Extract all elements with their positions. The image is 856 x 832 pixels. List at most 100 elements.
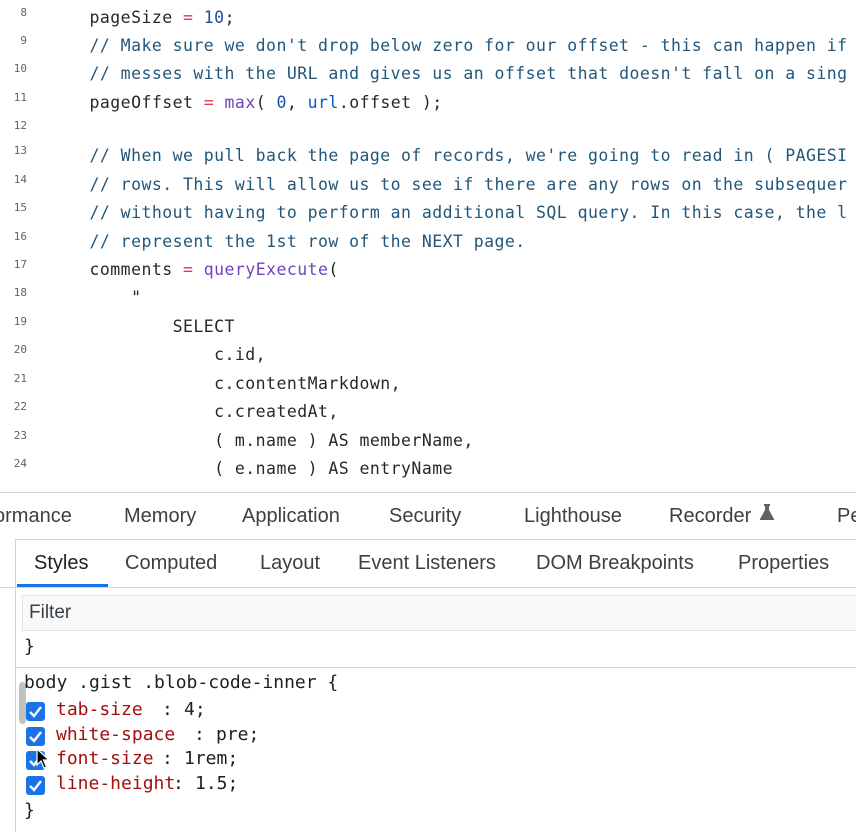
code-token-op: =	[203, 93, 215, 112]
line-number: 19	[13, 315, 27, 328]
previous-rule-close-brace: }	[24, 636, 35, 657]
styles-pane: } body .gist .blob-code-inner { tab-size…	[16, 632, 856, 832]
code-token-cm: // Make sure we don't drop below zero fo…	[48, 36, 848, 55]
declaration-checkbox[interactable]	[26, 776, 45, 795]
colon: :	[173, 773, 184, 794]
code-token-cm: // represent the 1st row of the NEXT pag…	[48, 232, 526, 251]
code-token: SELECT	[48, 317, 235, 336]
css-value[interactable]: pre;	[216, 724, 260, 745]
code-token: c.contentMarkdown,	[48, 374, 402, 393]
code-text: c.id,	[48, 345, 266, 364]
line-number: 14	[13, 173, 27, 186]
code-text: // When we pull back the page of records…	[48, 146, 848, 165]
code-text: "	[48, 288, 141, 307]
code-token: ;	[224, 8, 235, 27]
declaration-checkbox[interactable]	[26, 702, 45, 721]
tab-dom-breakpoints[interactable]: DOM Breakpoints	[536, 552, 694, 574]
tab-computed[interactable]: Computed	[125, 552, 218, 574]
line-number: 20	[13, 343, 27, 356]
code-text: ( m.name ) AS memberName,	[48, 431, 474, 450]
mouse-pointer-icon	[36, 748, 50, 769]
scrollbar-thumb[interactable]	[19, 682, 26, 724]
tab-recorder-label: Recorder	[669, 505, 752, 527]
rule-close-brace: }	[24, 800, 35, 821]
code-text: ( e.name ) AS entryName	[48, 459, 453, 478]
code-token: c.id,	[48, 345, 267, 364]
checkmark-icon	[29, 731, 42, 743]
code-token-fn: queryExecute	[203, 260, 329, 279]
tab-performance-insights[interactable]: Pe	[837, 505, 856, 527]
code-token: ( m.name ) AS memberName,	[48, 431, 474, 450]
filter-input[interactable]: Filter	[29, 602, 72, 623]
code-text: pageOffset = max( 0, url.offset );	[48, 93, 443, 112]
line-number: 24	[13, 457, 27, 470]
code-viewer: 8 pageSize = 10; 9 // Make sure we don't…	[13, 6, 848, 478]
code-text: // rows. This will allow us to see if th…	[48, 175, 848, 194]
code-token-cm: // without having to perform an addition…	[48, 203, 848, 222]
line-number: 17	[13, 258, 27, 271]
code-text: SELECT	[48, 317, 235, 336]
code-text: c.createdAt,	[48, 402, 339, 421]
filter-bar[interactable]: Filter	[22, 595, 856, 631]
code-text: // without having to perform an addition…	[48, 203, 848, 222]
checkmark-icon	[29, 780, 42, 792]
code-token-cm: // rows. This will allow us to see if th…	[48, 175, 848, 194]
code-token: .offset );	[338, 93, 443, 112]
code-token-nm: 10	[203, 8, 225, 27]
colon: :	[162, 699, 173, 720]
code-token: ( e.name ) AS entryName	[48, 459, 453, 478]
code-token: (	[328, 260, 339, 279]
tab-memory[interactable]: Memory	[124, 505, 197, 527]
css-value[interactable]: 4;	[184, 699, 206, 720]
css-value[interactable]: 1.5;	[195, 773, 239, 794]
css-property[interactable]: font-size	[56, 748, 154, 769]
code-text: c.contentMarkdown,	[48, 374, 401, 393]
line-number: 13	[13, 144, 27, 157]
tab-security[interactable]: Security	[389, 505, 462, 527]
code-token	[214, 93, 224, 112]
code-text: // messes with the URL and gives us an o…	[48, 64, 848, 83]
line-number: 11	[13, 91, 27, 104]
line-number: 15	[13, 201, 27, 214]
tab-event-listeners[interactable]: Event Listeners	[358, 552, 496, 574]
tab-performance[interactable]: ormance	[0, 505, 72, 527]
line-number: 21	[13, 372, 27, 385]
code-token: pageOffset	[48, 93, 204, 112]
code-text: pageSize = 10;	[48, 8, 235, 27]
tab-properties[interactable]: Properties	[738, 552, 830, 574]
code-token-fn: max	[224, 93, 256, 112]
line-number: 16	[13, 230, 27, 243]
css-property[interactable]: white-space	[56, 724, 176, 745]
line-number: 18	[13, 286, 27, 299]
css-value[interactable]: 1rem;	[184, 748, 239, 769]
code-token-op: =	[183, 8, 194, 27]
code-token-cm: // messes with the URL and gives us an o…	[48, 64, 848, 83]
css-property[interactable]: tab-size	[56, 699, 143, 720]
code-token	[193, 8, 203, 27]
code-token: c.createdAt,	[48, 402, 339, 421]
left-gutter	[0, 539, 16, 832]
code-token-cm: // When we pull back the page of records…	[48, 146, 848, 165]
code-token-nm: 0	[276, 93, 287, 112]
tab-lighthouse[interactable]: Lighthouse	[524, 505, 622, 527]
code-token	[193, 260, 203, 279]
line-number: 9	[20, 34, 27, 47]
line-number: 10	[13, 62, 27, 75]
css-selector[interactable]: body .gist .blob-code-inner {	[24, 672, 339, 693]
tab-recorder[interactable]: Recorder	[669, 493, 775, 539]
tab-application[interactable]: Application	[242, 505, 340, 527]
code-token: (	[255, 93, 277, 112]
code-token: pageSize	[48, 8, 183, 27]
tab-layout[interactable]: Layout	[260, 552, 321, 574]
css-property[interactable]: line-height	[56, 773, 176, 794]
line-number: 22	[13, 400, 27, 413]
checkmark-icon	[29, 706, 42, 718]
line-number: 8	[20, 6, 27, 19]
code-text: // Make sure we don't drop below zero fo…	[48, 36, 848, 55]
devtools-panel: ormance Memory Application Security Ligh…	[0, 492, 856, 832]
tab-styles[interactable]: Styles	[34, 552, 89, 574]
active-tab-indicator	[17, 584, 108, 587]
declaration-checkbox[interactable]	[26, 727, 45, 746]
flask-icon	[759, 492, 775, 538]
code-token-id: url	[307, 93, 339, 112]
